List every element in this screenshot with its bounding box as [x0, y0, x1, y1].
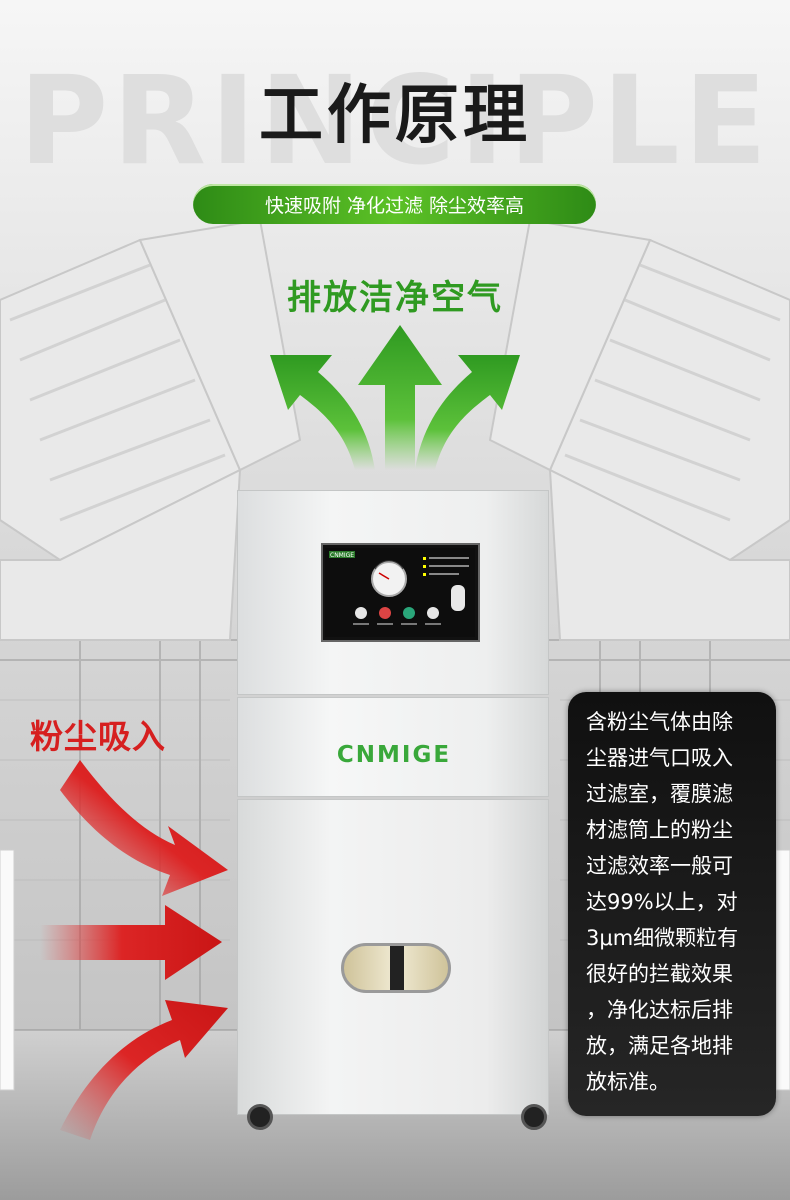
machine-middle-section: CNMIGE [237, 697, 549, 797]
description-line: 材滤筒上的粉尘 [586, 818, 733, 842]
description-line: 放标准。 [586, 1070, 670, 1094]
description-line: 放，满足各地排 [586, 1034, 733, 1058]
remote-control-icon [451, 585, 465, 611]
machine-brand-logo: CNMIGE [336, 742, 452, 768]
machine-bottom-section [237, 799, 549, 1115]
intake-arrows-icon [40, 760, 228, 1140]
description-line: 3μm细微颗粒有 [586, 926, 739, 950]
clean-air-label: 排放洁净空气 [287, 278, 503, 318]
page-title: 工作原理 [259, 79, 531, 153]
description-line: 尘器进气口吸入 [586, 746, 733, 770]
panel-knob-icon[interactable] [427, 607, 439, 619]
description-line: ，净化达标后排 [586, 998, 733, 1022]
description-line: 达99%以上，对 [586, 890, 738, 914]
control-panel-graphic: CNMIGE [325, 548, 475, 637]
exhaust-arrows-icon [270, 325, 520, 470]
caster-wheel-icon [521, 1104, 547, 1130]
panel-brand-text: CNMIGE [330, 552, 354, 559]
principle-description-box: 含粉尘气体由除 尘器进气口吸入 过滤室，覆膜滤 材滤筒上的粉尘 过滤效率一般可 … [568, 692, 776, 1116]
caster-wheel-icon [247, 1104, 273, 1130]
control-panel: CNMIGE [321, 543, 480, 642]
subtitle-pill: 快速吸附 净化过滤 除尘效率高 [193, 184, 596, 224]
panel-button-icon[interactable] [355, 607, 367, 619]
dust-intake-label: 粉尘吸入 [30, 717, 166, 756]
description-line: 过滤室，覆膜滤 [586, 782, 733, 806]
background-watermark-word: PRINCIPLE [18, 50, 772, 192]
filter-cartridge-stripe [390, 946, 404, 990]
dust-collector-machine: CNMIGE CNMIGE [237, 490, 549, 1130]
panel-button-icon[interactable] [403, 607, 415, 619]
description-line: 很好的拦截效果 [586, 962, 733, 986]
machine-top-section: CNMIGE [237, 490, 549, 695]
filter-viewing-window [341, 943, 451, 993]
description-line: 过滤效率一般可 [586, 854, 733, 878]
description-line: 含粉尘气体由除 [586, 710, 733, 734]
panel-button-icon[interactable] [379, 607, 391, 619]
